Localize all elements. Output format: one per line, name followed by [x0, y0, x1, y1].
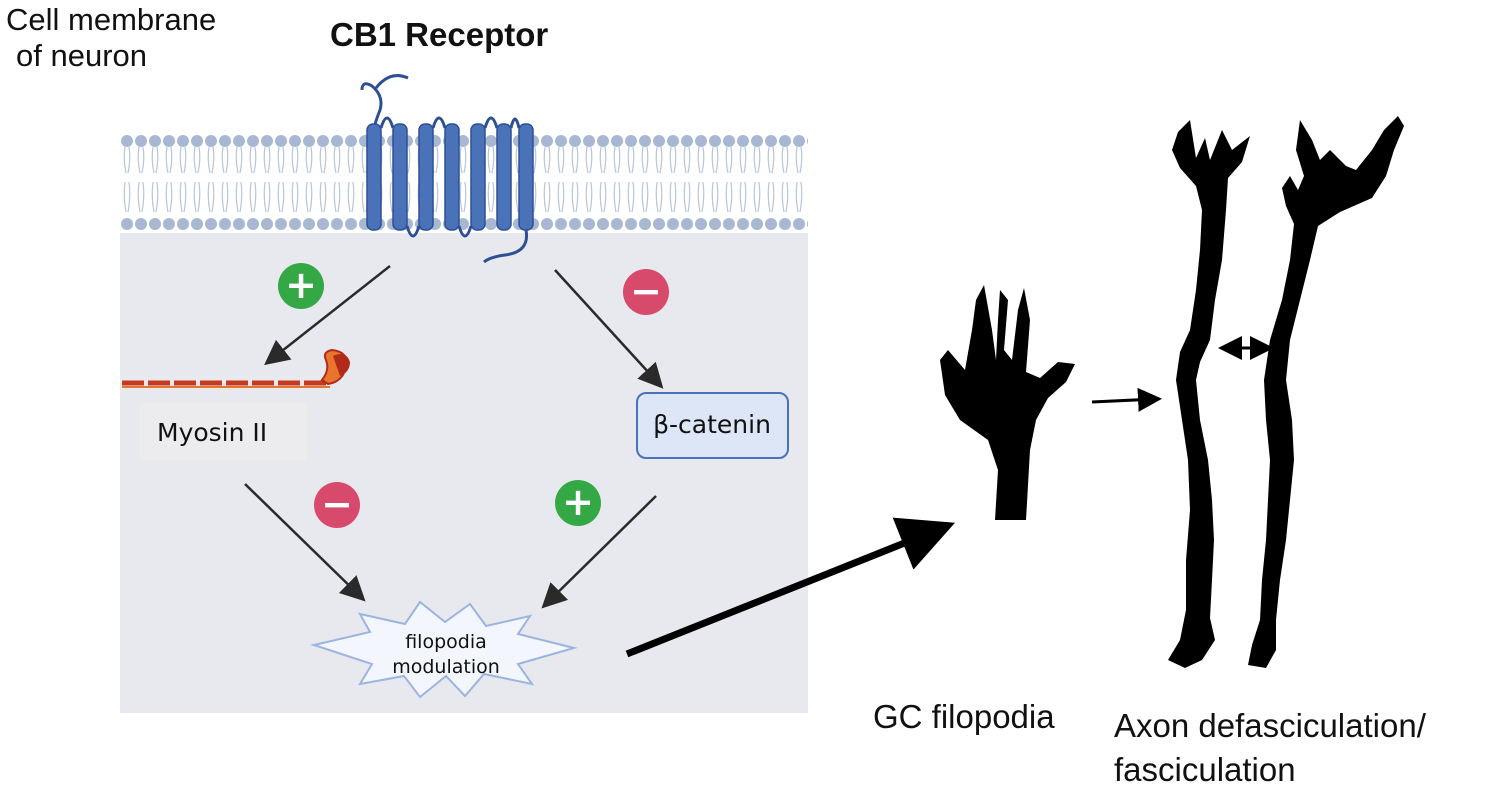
membrane-bilayer: [120, 133, 808, 233]
axon-label: Axon defasciculation/ fasciculation: [1114, 704, 1426, 792]
filopodia-burst: filopodia modulation: [310, 600, 578, 699]
plus-badge-catenin-filopodia: +: [555, 480, 601, 526]
myosin-label-box: [140, 403, 307, 460]
growth-cone-silhouette: [940, 285, 1075, 520]
catenin-label: β-catenin: [653, 410, 771, 439]
filopodia-label-line2: modulation: [392, 656, 500, 678]
cell-membrane-label-line2: of neuron: [16, 38, 147, 73]
arrow-receptor-to-catenin: [554, 269, 664, 389]
arrow-receptor-to-myosin: [264, 265, 391, 366]
catenin-box: [636, 392, 789, 459]
cell-membrane-label: Cell membrane of neuron: [6, 2, 216, 74]
cb1-receptor-icon: [360, 74, 534, 264]
myosin-filament-icon: [122, 348, 350, 388]
minus-badge-receptor-catenin: −: [623, 269, 669, 315]
plus-badge-receptor-myosin: +: [278, 263, 324, 309]
arrow-catenin-to-filopodia: [541, 495, 657, 609]
svg-text:−: −: [630, 269, 662, 313]
minus-badge-myosin-filopodia: −: [314, 482, 360, 528]
signal-arrows: [244, 265, 664, 609]
gc-filopodia-label: GC filopodia: [873, 698, 1055, 735]
svg-text:+: +: [285, 263, 317, 307]
svg-text:+: +: [562, 480, 594, 524]
filopodia-label-line1: filopodia: [405, 631, 487, 653]
myosin-label: Myosin II: [157, 418, 267, 447]
axon-label-line1: Axon defasciculation/: [1114, 707, 1426, 744]
axon-left-silhouette: [1168, 120, 1250, 668]
cell-membrane-label-line1: Cell membrane: [6, 2, 217, 37]
cb1-receptor-title: CB1 Receptor: [330, 16, 549, 53]
axon-label-line2: fasciculation: [1114, 751, 1296, 788]
axon-right-silhouette: [1248, 116, 1404, 668]
svg-text:−: −: [321, 482, 353, 526]
arrow-to-growth-cone: [625, 517, 955, 658]
arrow-gc-to-axons: [1091, 387, 1162, 412]
arrow-myosin-to-filopodia: [244, 483, 366, 602]
